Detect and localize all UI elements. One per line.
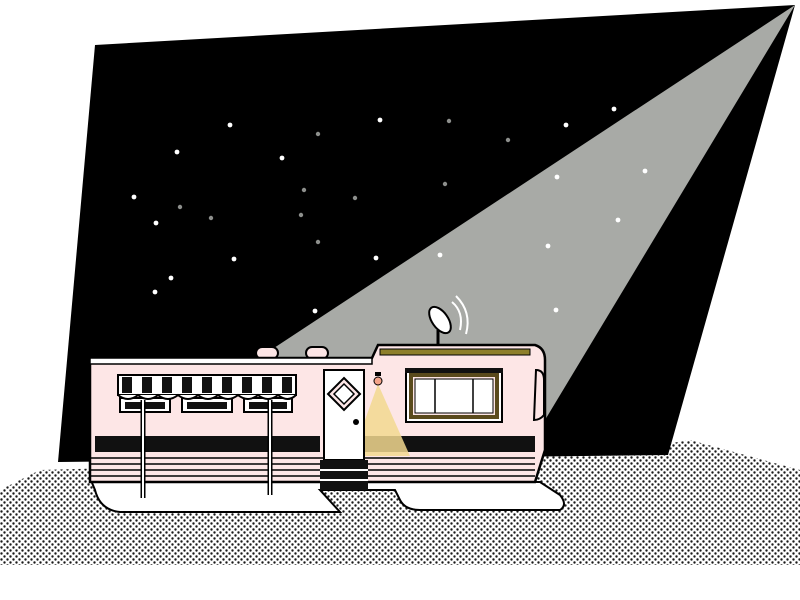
trailer-home (88, 295, 565, 513)
top-trim (89, 357, 373, 365)
star (437, 252, 443, 258)
star (227, 122, 233, 128)
star (352, 195, 358, 201)
light-beam (195, 5, 795, 420)
star (553, 307, 559, 313)
stars (131, 106, 648, 314)
star (208, 215, 214, 221)
star (446, 118, 452, 124)
roof-accent (379, 348, 531, 356)
star (312, 308, 318, 314)
star (442, 181, 448, 187)
star (554, 174, 560, 180)
star (611, 106, 617, 112)
trailer-skirt (88, 476, 565, 513)
picture-window (405, 368, 503, 423)
night-sky (58, 5, 795, 462)
star (177, 204, 183, 210)
side-stripe (95, 436, 320, 452)
striped-awning (117, 374, 297, 498)
star (615, 217, 621, 223)
star (298, 212, 304, 218)
front-steps (320, 460, 368, 490)
diamond-window-icon (326, 376, 362, 412)
lower-trim (90, 457, 535, 477)
star (545, 243, 551, 249)
star (301, 187, 307, 193)
star (131, 194, 137, 200)
star (152, 289, 158, 295)
star (231, 256, 237, 262)
star (373, 255, 379, 261)
star (315, 239, 321, 245)
star (563, 122, 569, 128)
star (315, 131, 321, 137)
star (505, 137, 511, 143)
star (642, 168, 648, 174)
porch-light-cone (352, 384, 410, 456)
star (174, 149, 180, 155)
satellite-dish-icon (428, 295, 469, 345)
porch-light-icon (373, 372, 383, 386)
door-knob-icon (353, 419, 359, 425)
star (168, 275, 174, 281)
side-windows (119, 397, 293, 413)
star (377, 117, 383, 123)
side-stripe (365, 436, 535, 452)
star (279, 155, 285, 161)
star (153, 220, 159, 226)
end-window (532, 368, 545, 422)
